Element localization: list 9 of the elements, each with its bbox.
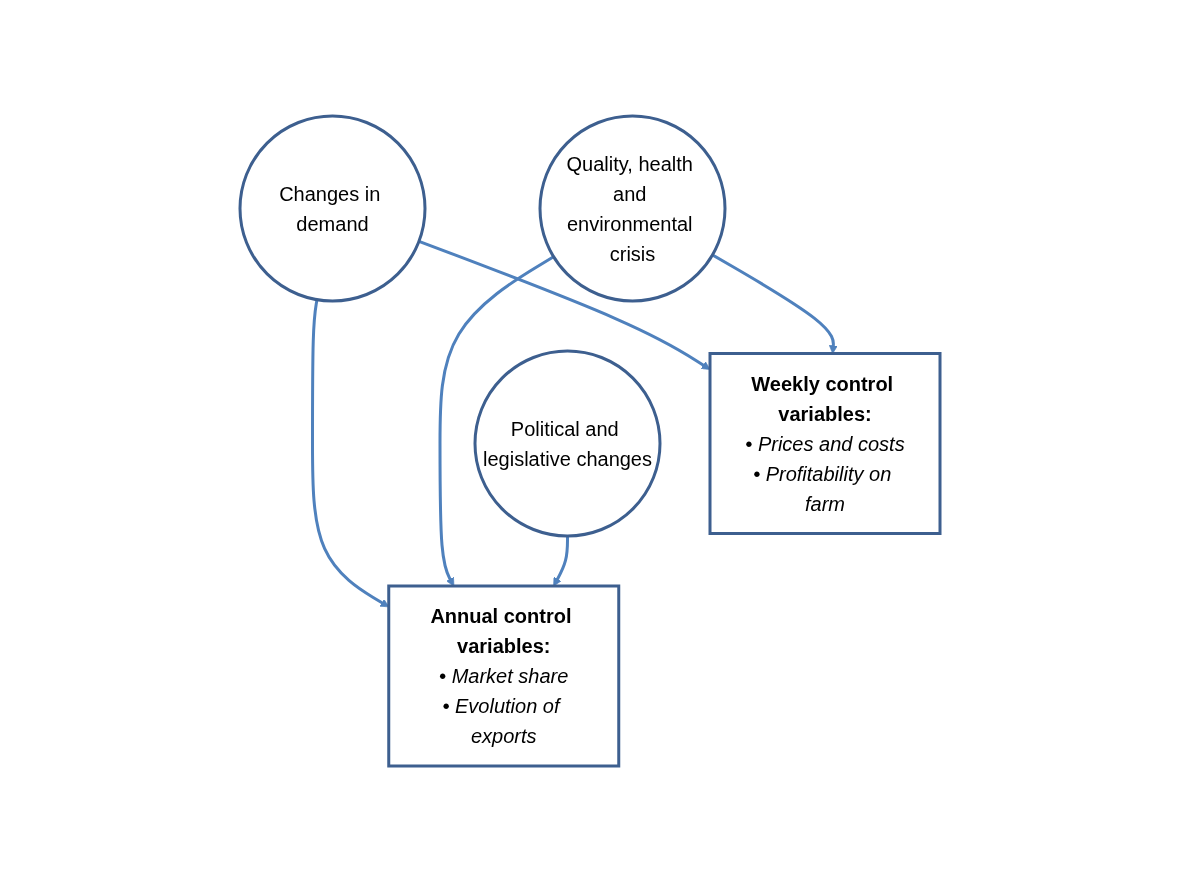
arrow (553, 535, 569, 586)
node-circle: Changes in demand (238, 114, 427, 302)
node-circle: Quality, health and environmental crisis (538, 114, 727, 302)
arrow (438, 254, 555, 586)
node-box: Weekly control variables: • Prices and costs • Profitability on farm (708, 351, 942, 535)
node-circle: Political and legislative changes (473, 349, 662, 537)
node-box: Annual control variables: • Market share • Evolution of exports (387, 584, 621, 767)
arrow (418, 239, 711, 370)
arrow (711, 253, 838, 354)
